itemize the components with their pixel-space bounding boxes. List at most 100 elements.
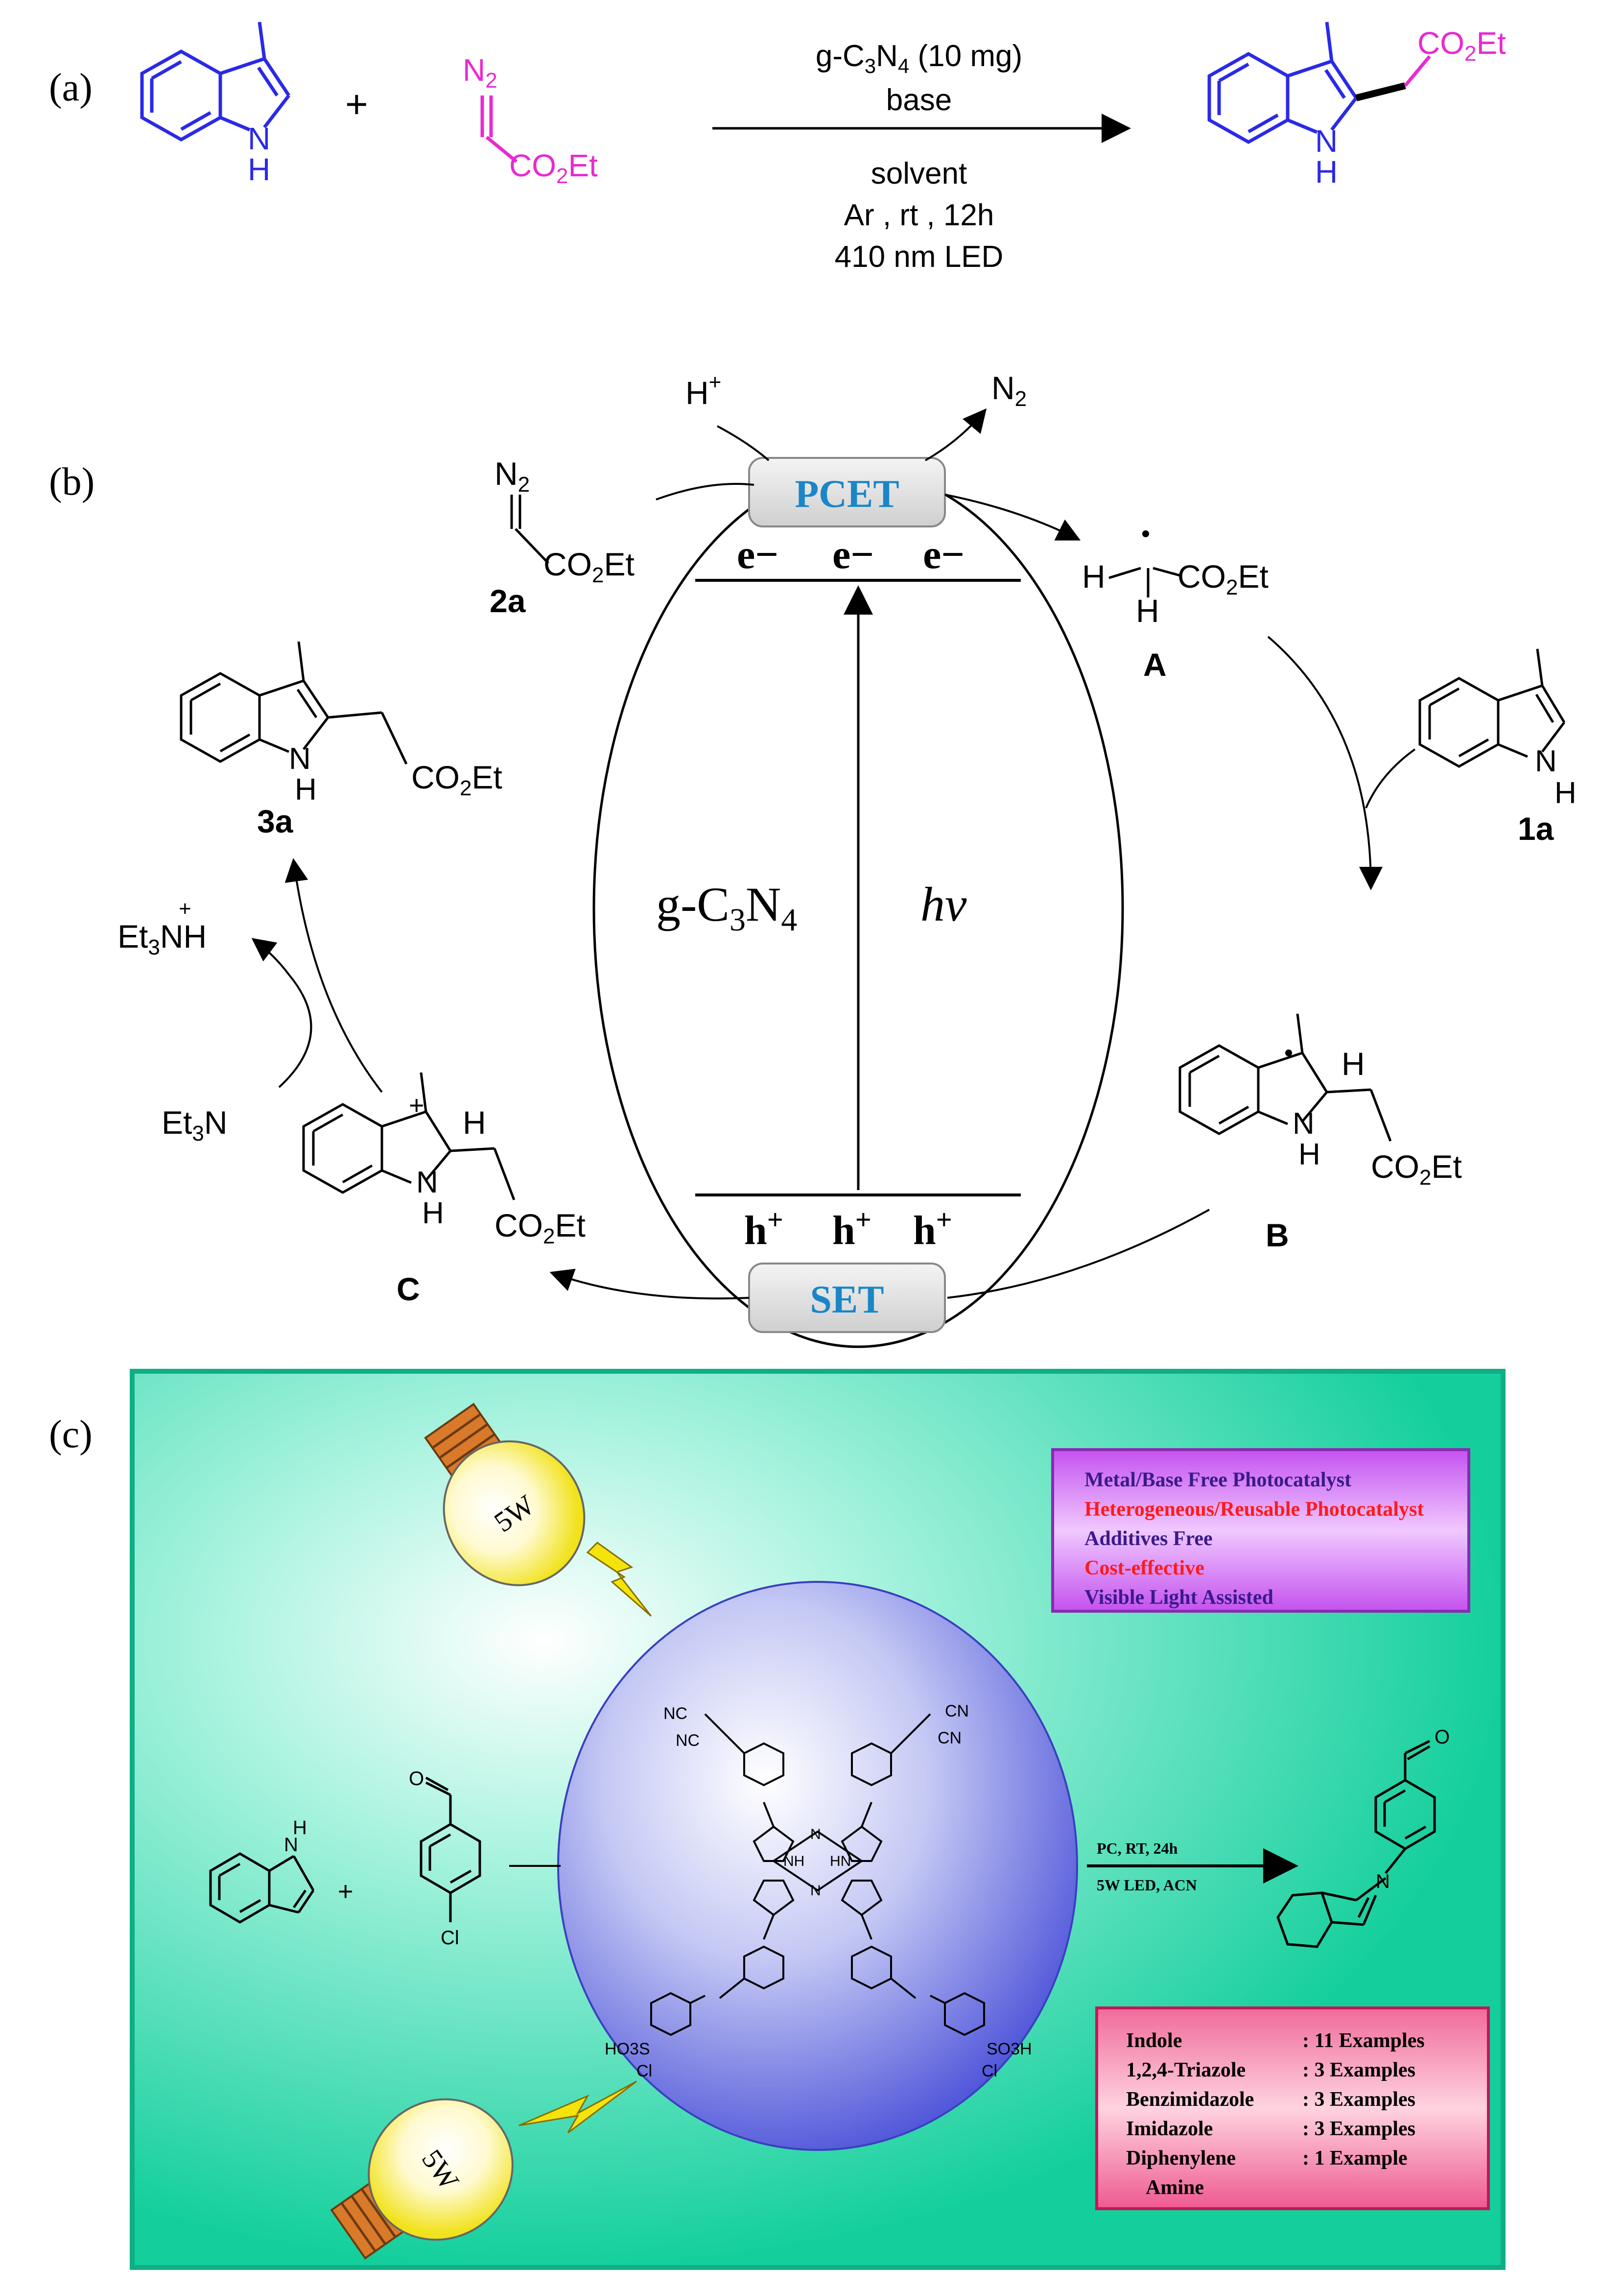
lightning-top (586, 1542, 652, 1617)
hole-2: h+ (832, 1204, 871, 1253)
scope-name-4: Imidazole (1126, 2118, 1213, 2140)
new-bond (1355, 82, 1406, 101)
svg-text:N: N (416, 1166, 438, 1199)
n2-release-arrow (925, 408, 987, 461)
porphyrin-structure (650, 1713, 985, 2036)
feature-2: Heterogeneous/Reusable Photocatalyst (1084, 1498, 1424, 1521)
svg-text:CO2Et: CO2Et (1371, 1148, 1462, 1190)
porphyrin-n-bottom: N (810, 1883, 821, 1899)
cl-label-right: Cl (982, 2062, 997, 2080)
condition-catalyst: g-C3N4 (10 mg) (816, 39, 1022, 77)
arrow-C-to-3a (284, 858, 383, 1093)
feature-1: Metal/Base Free Photocatalyst (1084, 1469, 1351, 1491)
panel-label-a: (a) (49, 66, 93, 109)
panel-label-c: (c) (49, 1413, 93, 1456)
electron-3: e− (923, 532, 965, 577)
arrow-2a-in (656, 483, 754, 501)
h-plus-label: H+ (685, 370, 721, 411)
cl-substituent: Cl (441, 1927, 459, 1949)
compound-1a (1418, 648, 1566, 768)
svg-text:H: H (422, 1196, 444, 1230)
svg-text:+: + (179, 897, 191, 921)
product-n-label: N (1315, 123, 1338, 159)
hole-3: h+ (913, 1204, 952, 1253)
arrow-to-A (944, 494, 1081, 541)
label-3a: 3a (257, 803, 294, 839)
cn-label-1: CN (945, 1702, 969, 1720)
scope-name-2: 1,2,4-Triazole (1126, 2059, 1246, 2081)
scope-name-1: Indole (1126, 2029, 1182, 2052)
label-C: C (397, 1271, 420, 1307)
svg-text:+: + (409, 1091, 424, 1120)
scope-name-5: Diphenylene (1126, 2147, 1236, 2170)
lightning-bottom (518, 2080, 637, 2134)
pcet-box (748, 457, 946, 527)
svg-text:N: N (289, 742, 311, 776)
set-label: SET (810, 1278, 884, 1321)
scope-count-4: : 3 Examples (1302, 2118, 1415, 2140)
hv-label: hv (920, 877, 967, 931)
panel-b: (b) e− e− e− h+ h+ h+ g-C3N4 hv PCET SET… (49, 370, 1577, 1348)
indole-reactant-c (209, 1852, 315, 1924)
n2-label: N2 (463, 52, 497, 93)
porphyrin-nh: NH (783, 1853, 804, 1869)
bulb-bottom: 5W (330, 2098, 514, 2260)
svg-text:O: O (409, 1768, 424, 1789)
porphyrin-n-top: N (810, 1826, 821, 1842)
svg-text:H: H (1298, 1138, 1320, 1171)
arrow-A-to-B (1267, 636, 1383, 890)
svg-text:H: H (295, 773, 317, 807)
condition-c-top: PC, RT, 24h (1097, 1839, 1178, 1857)
condition-c-bottom: 5W LED, ACN (1097, 1876, 1197, 1894)
indole-n-label: N (248, 121, 270, 156)
indole-c-h: H (293, 1817, 307, 1838)
label-1a: 1a (1518, 811, 1554, 847)
base-arrow (251, 938, 312, 1088)
product-h-label: H (1315, 154, 1338, 190)
plus-sign: + (345, 82, 368, 126)
condition-light: 410 nm LED (835, 240, 1004, 274)
svg-text:CO2Et: CO2Et (1177, 558, 1269, 599)
scope-count-3: : 3 Examples (1302, 2088, 1415, 2111)
radical-A: H H CO2Et A (1082, 530, 1269, 683)
svg-text:H: H (1342, 1046, 1365, 1082)
hole-1: h+ (744, 1204, 783, 1253)
feature-4: Cost-effective (1084, 1557, 1204, 1579)
methylindole-reactant (140, 22, 290, 142)
arrow-B-to-SET (947, 1209, 1210, 1299)
condition-atmosphere: Ar , rt , 12h (844, 198, 994, 232)
label-A: A (1143, 646, 1167, 683)
electron-2: e− (832, 532, 874, 577)
label-2a: 2a (490, 583, 526, 619)
svg-text:CO2Et: CO2Et (494, 1207, 586, 1248)
chlorobenzaldehyde (420, 1776, 481, 1922)
pcet-label: PCET (795, 473, 899, 516)
features-box (1051, 1448, 1470, 1613)
svg-text:N: N (1535, 744, 1557, 778)
product-3a (180, 641, 408, 765)
panel-a: (a) N H + N2 CO2Et g-C3N4 (10 mg) (49, 22, 1506, 274)
cl-label-left: Cl (636, 2062, 652, 2080)
porphyrin-hn: HN (830, 1853, 851, 1869)
condition-base: base (886, 83, 952, 117)
electron-1: e− (737, 532, 778, 577)
so3h-label: SO3H (987, 2040, 1032, 2058)
scope-name-3: Benzimidazole (1126, 2088, 1254, 2111)
svg-text:N2: N2 (494, 455, 530, 497)
scope-count-1: : 11 Examples (1302, 2029, 1425, 2052)
plus-c: + (338, 1877, 353, 1906)
product-indole (1207, 22, 1358, 144)
compound-2a: N2 CO2Et 2a (490, 455, 635, 619)
indole-h-label: H (248, 152, 270, 187)
arrow-1a-in (1365, 748, 1416, 809)
catalyst-sphere (557, 1581, 1078, 2151)
et3n-label: Et3N (162, 1104, 228, 1145)
cn-label-2: CN (938, 1729, 962, 1747)
diazoacetate-reactant: N2 CO2Et (463, 52, 598, 188)
nc-label-2: NC (676, 1731, 700, 1750)
feature-3: Additives Free (1084, 1527, 1213, 1550)
catalyst-label: g-C3N4 (656, 877, 797, 938)
svg-text:H: H (1136, 593, 1159, 629)
scope-count-2: : 3 Examples (1302, 2059, 1415, 2081)
